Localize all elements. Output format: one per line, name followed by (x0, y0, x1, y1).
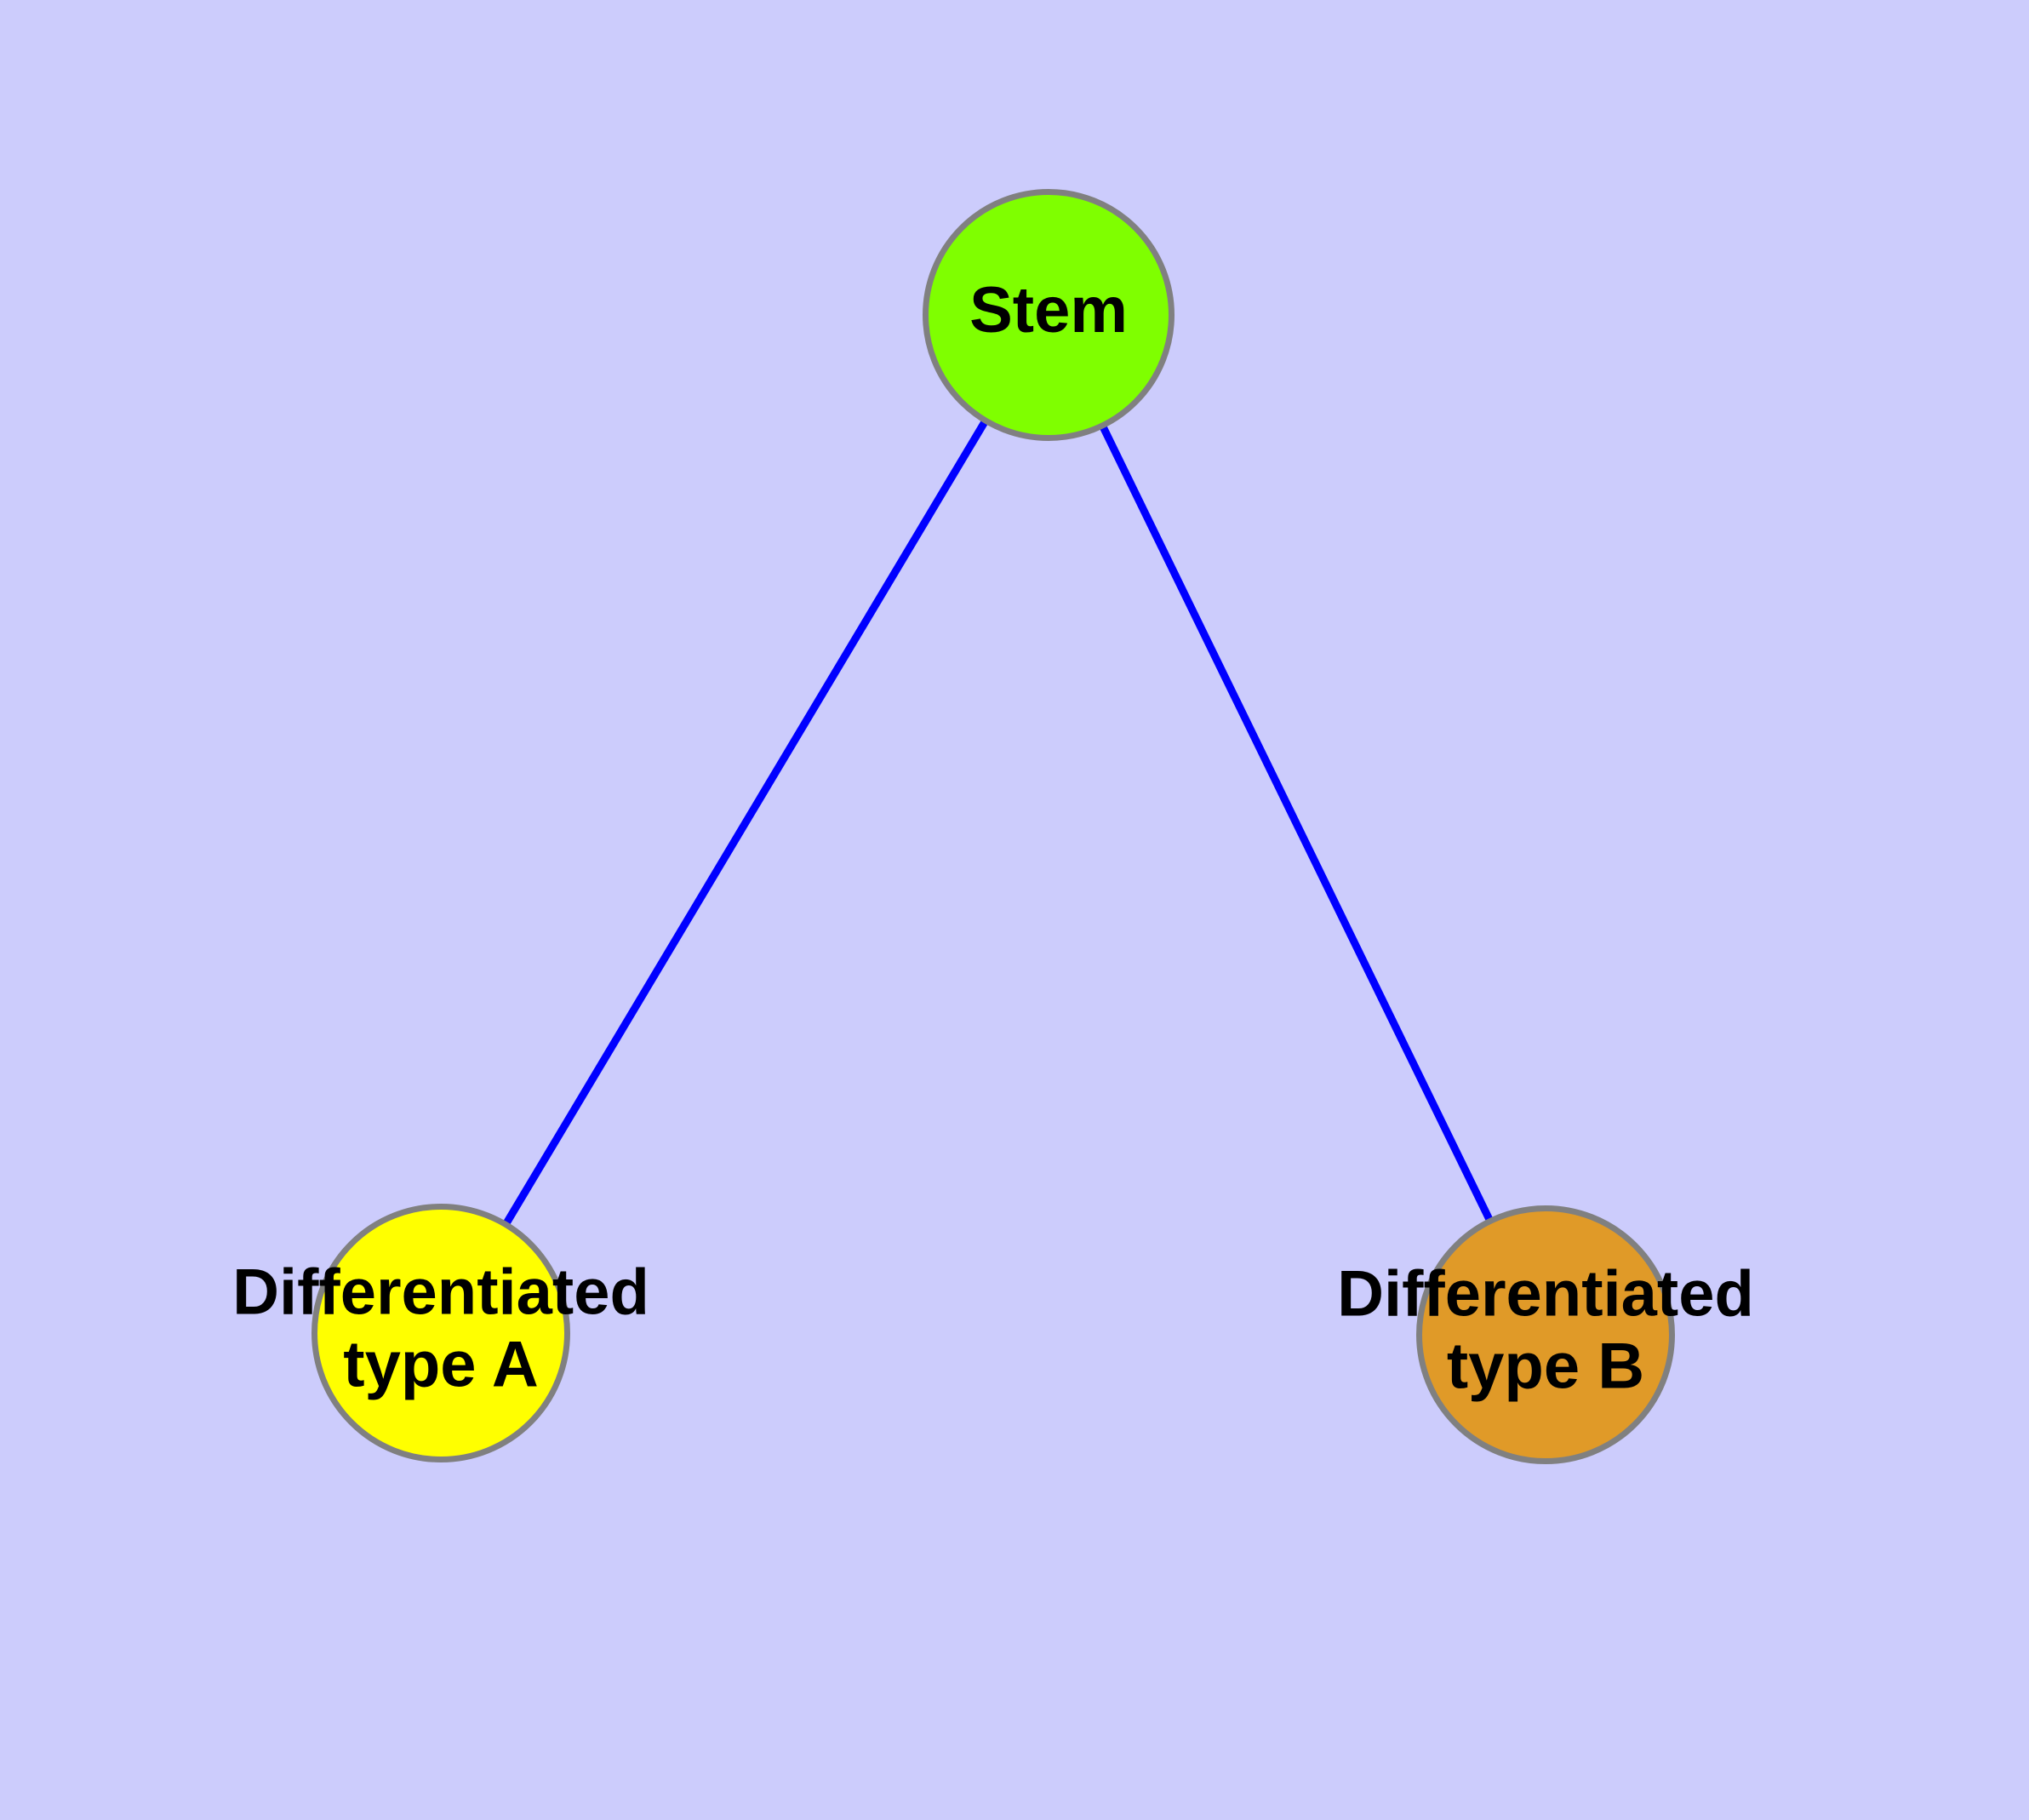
nodes-layer (311, 189, 1675, 1464)
node-diff_b[interactable] (1416, 1205, 1675, 1464)
node-label-line: Stem (969, 274, 1128, 346)
node-label-stem: Stem (969, 274, 1128, 346)
edge-stem-diff-a[interactable] (437, 312, 1052, 1336)
node-diff_a[interactable] (311, 1204, 570, 1462)
node-label-line: type A (343, 1329, 538, 1401)
node-label-line: Differentiated (1337, 1258, 1754, 1331)
edge-stem-diff-b[interactable] (1044, 313, 1550, 1336)
node-label-line: Differentiated (232, 1256, 649, 1329)
node-stem[interactable] (923, 189, 1175, 441)
node-label-line: type B (1447, 1331, 1644, 1403)
edges-layer (437, 312, 1550, 1336)
